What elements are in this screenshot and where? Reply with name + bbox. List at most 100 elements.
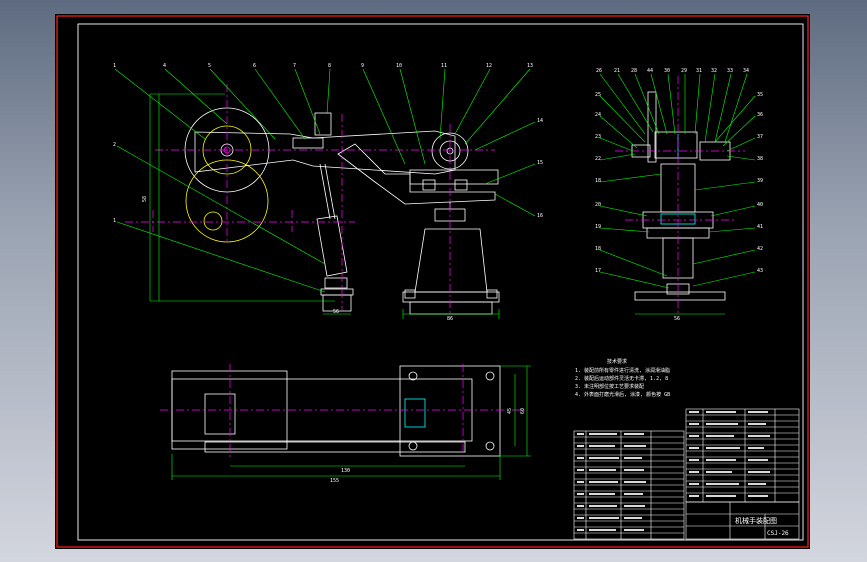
dim-plan-overall: 155 [330, 478, 339, 484]
balloon-6: 6 [253, 63, 256, 69]
side-balloon-labels-left: 25 24 23 22 18 20 19 18 17 [595, 92, 601, 274]
pedestal-bolt-right [486, 289, 498, 299]
side-balloon-41: 41 [757, 224, 763, 230]
gripper-slide [409, 169, 499, 185]
side-balloon-31: 31 [696, 68, 702, 74]
pedestal-base-plate [402, 291, 500, 303]
side-balloon-18b: 18 [595, 246, 601, 252]
plan-view [171, 365, 501, 457]
wrist-bracket [337, 143, 496, 205]
dim-front-base: 56 [333, 309, 339, 315]
arm-belt-housing [194, 130, 456, 175]
inner-border [77, 23, 804, 541]
parts-list-lower [573, 430, 685, 540]
cylinder-foot-plate [320, 288, 354, 296]
balloon-4: 4 [163, 63, 166, 69]
side-balloon-42: 42 [757, 246, 763, 252]
side-balloon-labels-right: 35 36 37 38 39 40 41 42 43 [757, 92, 763, 274]
side-balloon-19: 19 [595, 224, 601, 230]
side-centerlines [615, 76, 745, 314]
plan-dimension-texts: 130 155 45 60 [330, 408, 526, 484]
side-leaders [599, 73, 756, 315]
side-balloon-22: 22 [595, 156, 601, 162]
note-line-1: 1. 装配前所有零件进行清洗, 涂润滑油脂 [575, 367, 670, 374]
plan-bolt-tr [485, 371, 495, 381]
front-dimensions [149, 93, 500, 319]
side-balloon-29: 29 [681, 68, 687, 74]
side-balloon-30: 30 [664, 68, 670, 74]
gripper-jaw-left [422, 179, 436, 191]
balloon-8: 8 [328, 63, 331, 69]
side-balloon-32: 32 [711, 68, 717, 74]
plan-cyan-inset [404, 398, 426, 428]
note-line-3: 3. 未注明部位按工艺要求装配 [575, 383, 644, 390]
balloon-16: 16 [537, 213, 543, 219]
side-gear-box [654, 131, 698, 159]
notes-heading: 技术要求 [607, 358, 627, 365]
dim-plan-h1: 45 [507, 408, 513, 414]
dim-plan-inner: 130 [341, 468, 350, 474]
small-cam-circle [203, 211, 223, 231]
balloon-15: 15 [537, 160, 543, 166]
balloon-13: 13 [527, 63, 533, 69]
plan-dimensions [171, 365, 531, 480]
plan-bolt-tl [408, 371, 418, 381]
side-balloon-44: 44 [647, 68, 653, 74]
piston-rod-b [324, 163, 336, 220]
side-balloon-17: 17 [595, 268, 601, 274]
front-dimension-texts: 58 56 86 [142, 196, 453, 322]
plan-bolt-bl [408, 441, 418, 451]
side-balloon-25: 25 [595, 92, 601, 98]
balloon-14: 14 [537, 118, 543, 124]
drawing-sheet[interactable]: 1 4 5 6 7 8 9 10 11 12 13 14 15 16 2 1 5… [55, 14, 810, 549]
side-base-plate [634, 291, 726, 301]
balloon-11: 11 [441, 63, 447, 69]
gripper-jaw-right [454, 179, 468, 191]
side-balloon-labels-top: 26 21 28 44 30 29 31 32 33 34 [596, 68, 749, 74]
balloon-9: 9 [361, 63, 364, 69]
dim-front-height: 58 [142, 196, 148, 202]
parts-list-upper [685, 408, 800, 503]
plan-bottom-rail [204, 441, 466, 453]
cylinder-foot [324, 277, 348, 289]
side-balloon-23: 23 [595, 134, 601, 140]
dim-plan-h2: 60 [520, 408, 526, 414]
drawing-title: 机械手装配图 [735, 516, 777, 525]
side-balloon-34: 34 [743, 68, 749, 74]
side-balloon-39: 39 [757, 178, 763, 184]
pedestal-bolt-left [404, 289, 416, 299]
title-block [685, 501, 800, 540]
drawing-number: CSJ-26 [767, 530, 789, 537]
note-line-2: 2. 装配后运动部件灵活无卡滞, 1.2, 8 [575, 375, 668, 382]
side-balloon-43: 43 [757, 268, 763, 274]
technical-notes: 技术要求 1. 装配前所有零件进行清洗, 涂润滑油脂 2. 装配后运动部件灵活无… [575, 358, 670, 398]
note-line-4: 4. 外表面打磨光滑后, 涂漆, 颜色按 GB [575, 391, 670, 398]
front-view [184, 107, 500, 315]
side-balloon-20: 20 [595, 202, 601, 208]
front-centerlines [125, 84, 495, 314]
balloon-5: 5 [208, 63, 211, 69]
balloon-7: 7 [293, 63, 296, 69]
side-balloon-26: 26 [596, 68, 602, 74]
plan-base-block [399, 365, 501, 457]
side-balloon-35: 35 [757, 92, 763, 98]
balloon-1b: 1 [113, 218, 116, 224]
side-balloon-28: 28 [631, 68, 637, 74]
side-balloon-36: 36 [757, 112, 763, 118]
side-balloon-38: 38 [757, 156, 763, 162]
balloon-12: 12 [486, 63, 492, 69]
side-balloon-37: 37 [757, 134, 763, 140]
side-balloon-33: 33 [727, 68, 733, 74]
side-view [631, 91, 731, 301]
side-balloon-18a: 18 [595, 178, 601, 184]
front-balloon-labels: 1 4 5 6 7 8 9 10 11 12 13 14 15 16 2 1 [113, 63, 543, 224]
plan-left-block [204, 393, 236, 435]
cylinder-upper-block [314, 112, 332, 136]
dim-side-base: 56 [674, 316, 680, 322]
dim-pedestal-base: 86 [447, 316, 453, 322]
balloon-10: 10 [396, 63, 402, 69]
side-balloon-21: 21 [614, 68, 620, 74]
cad-drawing-canvas[interactable]: 1 4 5 6 7 8 9 10 11 12 13 14 15 16 2 1 5… [55, 14, 810, 549]
balloon-2: 2 [113, 142, 116, 148]
outer-border [56, 15, 809, 548]
